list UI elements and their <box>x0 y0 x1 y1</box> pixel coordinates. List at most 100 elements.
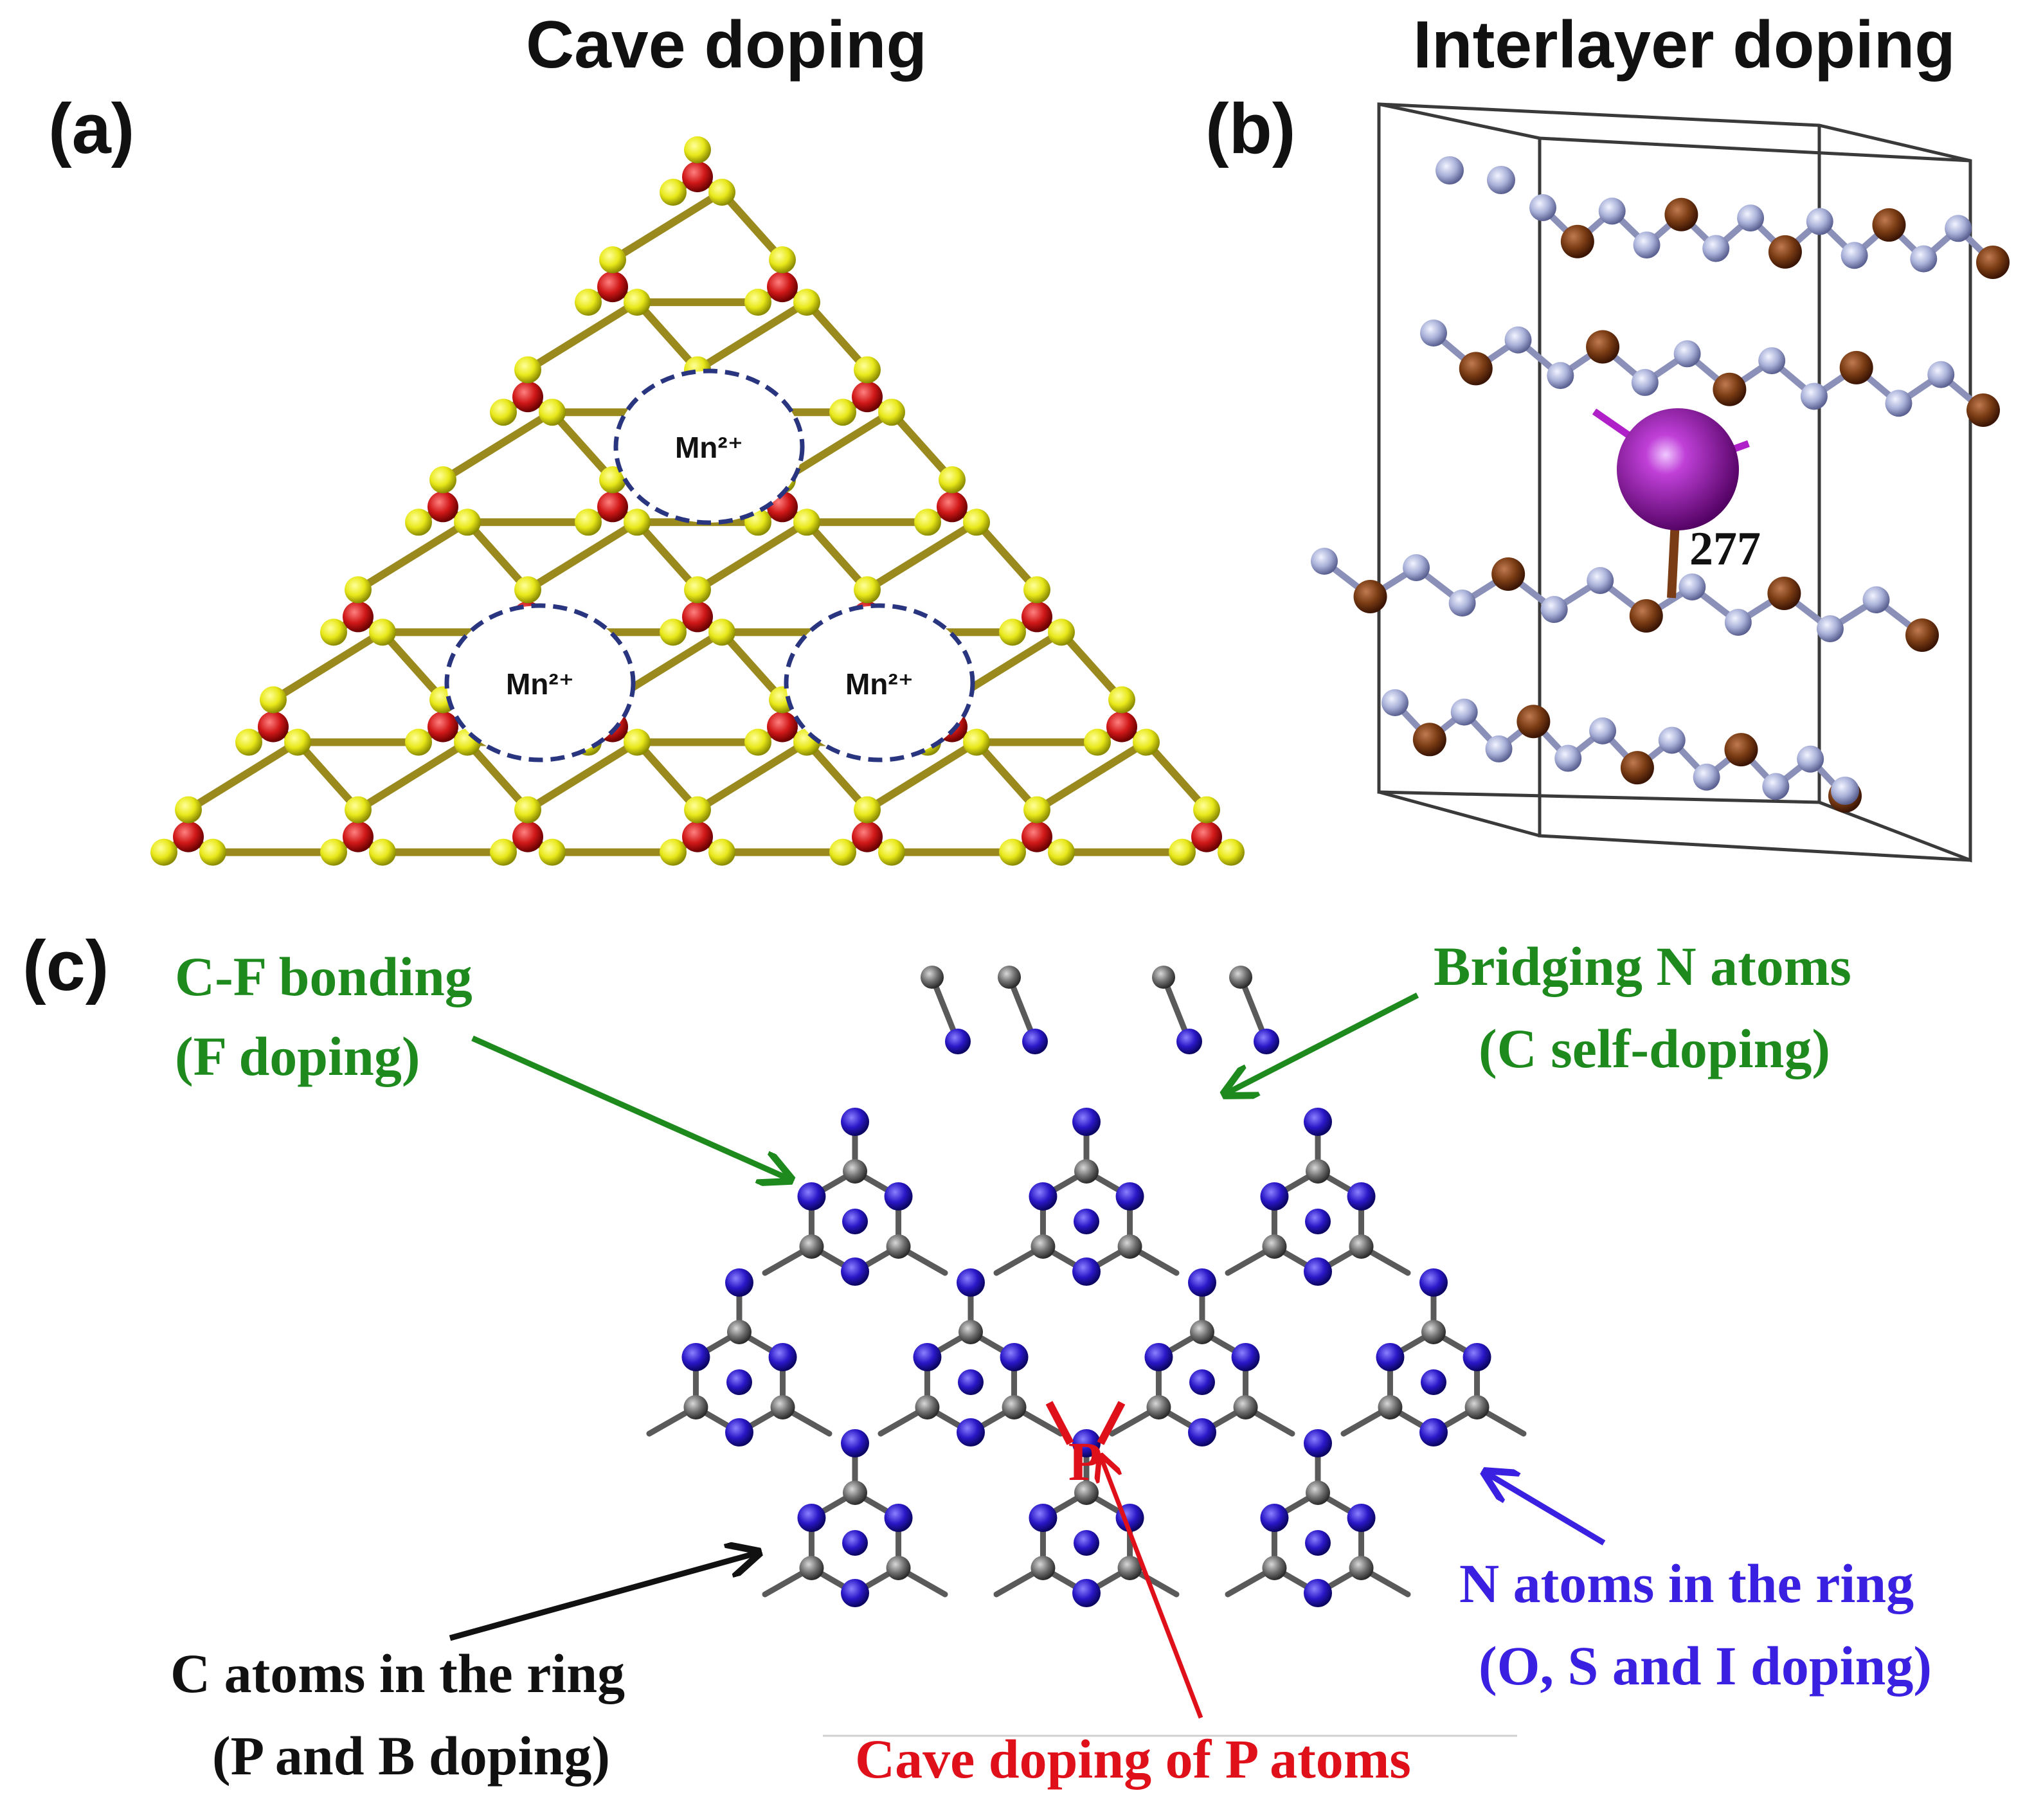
n-atom <box>913 1343 942 1371</box>
bond <box>718 628 786 704</box>
brown-atom <box>1768 235 1802 269</box>
c-atom <box>1421 1320 1446 1344</box>
c-atom <box>1152 966 1175 989</box>
bond <box>694 298 811 374</box>
grey-blue-atom <box>1547 362 1574 390</box>
brown-atom <box>1491 557 1526 591</box>
yellow-atom <box>854 356 881 384</box>
grey-blue-atom <box>1841 242 1868 269</box>
yellow-atom <box>514 576 541 604</box>
yellow-atom <box>1169 838 1196 866</box>
brown-atom <box>1560 224 1594 258</box>
bond <box>1142 738 1210 814</box>
annotation-n-atoms: N atoms in the ring (O, S and I doping) <box>1459 1472 1932 1697</box>
bridging-n-atom <box>1072 1429 1101 1457</box>
yellow-atom <box>454 509 481 536</box>
annotation-c-atoms: C atoms in the ring (P and B doping) <box>170 1553 759 1787</box>
yellow-atom <box>708 618 735 646</box>
n-atom <box>842 1209 868 1234</box>
grey-blue-atom <box>1673 340 1701 368</box>
yellow-atom <box>1023 796 1050 824</box>
panel-c-label: (c) <box>22 926 109 1005</box>
yellow-atom <box>539 399 566 426</box>
n-atom <box>1176 1029 1202 1054</box>
cave-site-top: Mn²⁺ <box>613 368 805 525</box>
yellow-atom <box>514 796 541 824</box>
grey-blue-atom <box>1693 763 1720 791</box>
grey-blue-atom <box>1679 573 1706 600</box>
c-atom <box>959 1320 983 1344</box>
yellow-atom <box>175 796 202 824</box>
c-atom <box>1229 966 1252 989</box>
n-atoms-line1: N atoms in the ring <box>1459 1553 1914 1614</box>
grey-blue-atom <box>1587 567 1614 594</box>
bond <box>269 628 386 704</box>
annotation-bridging-n: Bridging N atoms (C self-doping) <box>1225 935 1851 1094</box>
bond <box>524 298 641 374</box>
n-atom <box>1421 1369 1446 1395</box>
brown-atom <box>1664 197 1698 231</box>
c-atom <box>1146 1395 1171 1419</box>
bridging-line1: Bridging N atoms <box>1434 935 1851 997</box>
red-atom <box>1022 601 1052 633</box>
yellow-atom <box>429 466 456 494</box>
yellow-atom <box>235 728 262 756</box>
c-atom <box>1349 1556 1374 1580</box>
yellow-atom <box>624 728 651 756</box>
n-atom <box>725 1418 753 1446</box>
bond <box>379 628 447 704</box>
yellow-atom <box>999 838 1026 866</box>
yellow-atom <box>769 246 796 274</box>
brown-atom <box>1724 733 1758 767</box>
carbon-nitride-lattice <box>646 966 1527 1607</box>
n-atom <box>1072 1579 1101 1607</box>
n-atom <box>797 1504 826 1532</box>
p-dopant: P <box>1045 1401 1126 1492</box>
brown-atom <box>1839 350 1873 384</box>
red-atom <box>767 271 798 303</box>
bond <box>863 738 980 814</box>
n-atom <box>1074 1209 1099 1234</box>
red-atom <box>258 711 289 743</box>
yellow-atom <box>684 576 711 604</box>
c-atom <box>843 1159 867 1184</box>
bond <box>354 738 471 814</box>
bond <box>633 518 701 594</box>
mn-atom <box>1617 408 1739 530</box>
grey-blue-atom <box>1862 586 1890 613</box>
cave-site-left: Mn²⁺ <box>444 603 636 762</box>
n-atom <box>1029 1504 1058 1532</box>
yellow-atom <box>369 618 396 646</box>
red-atom <box>937 491 968 523</box>
c-atom <box>799 1234 824 1259</box>
c-atom <box>1190 1320 1214 1344</box>
red-atom <box>597 491 628 523</box>
yellow-atom <box>345 796 372 824</box>
c-atom <box>1117 1234 1142 1259</box>
brown-atom <box>1872 208 1906 242</box>
grey-blue-atom <box>1420 320 1447 347</box>
c-atom <box>1030 1234 1056 1259</box>
grey-blue-atom <box>1831 777 1859 805</box>
grey-blue-atom <box>1382 689 1408 716</box>
bond <box>184 738 302 814</box>
unit-cell-box <box>1377 102 1972 863</box>
yellow-atom <box>1048 838 1075 866</box>
brown-atom <box>1412 723 1446 757</box>
mn-interstitial <box>1592 408 1750 599</box>
n-atom <box>841 1257 869 1286</box>
c-atom <box>915 1395 940 1419</box>
yellow-atom <box>599 466 626 494</box>
n-atom <box>1029 1182 1058 1211</box>
yellow-atom <box>405 509 432 536</box>
yellow-atom <box>660 618 687 646</box>
panel-b-title: Interlayer doping <box>1413 8 1956 82</box>
n-atoms-arrow <box>1485 1472 1606 1545</box>
n-atom <box>1231 1343 1260 1371</box>
c-atom <box>770 1395 795 1419</box>
cave-site-right: Mn²⁺ <box>784 603 975 762</box>
yellow-atom <box>1048 618 1075 646</box>
n-atom <box>681 1343 710 1371</box>
grey-blue-atom <box>1403 554 1430 581</box>
grey-blue-atom <box>1758 347 1786 375</box>
